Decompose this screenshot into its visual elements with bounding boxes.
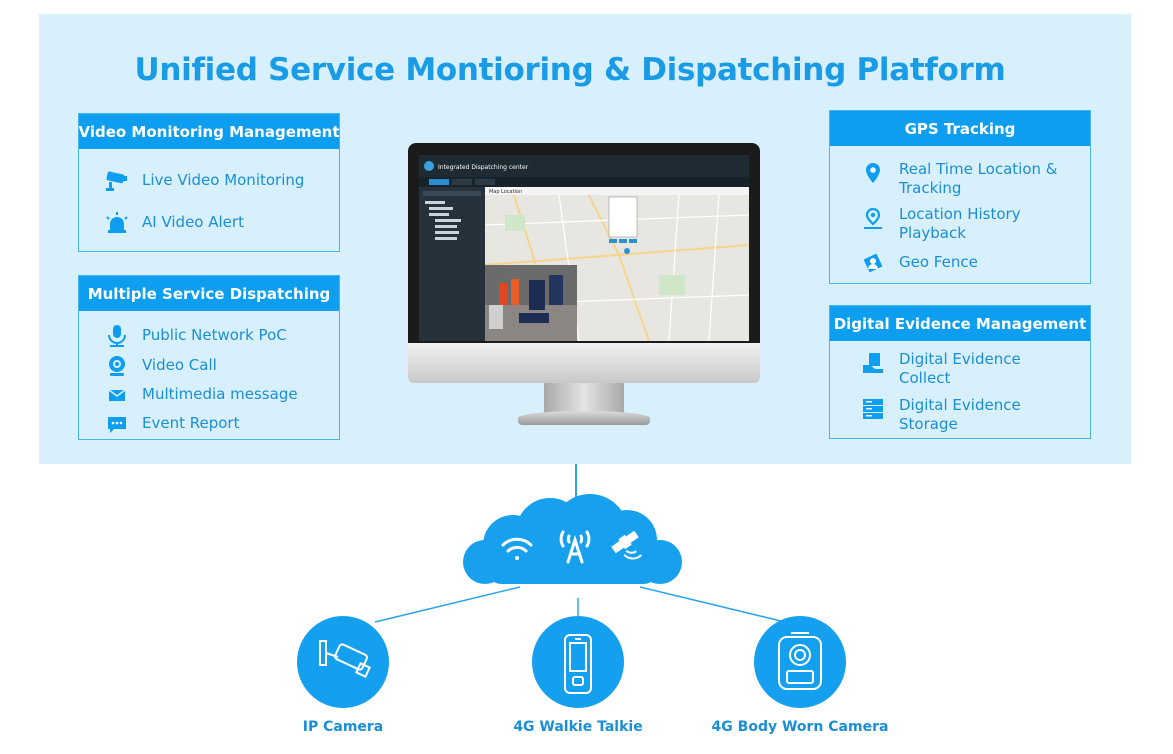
device-body-camera-label: 4G Body Worn Camera bbox=[711, 719, 889, 735]
gps-box: GPS Tracking bbox=[829, 110, 1091, 284]
ip-camera-icon bbox=[319, 640, 371, 678]
feature-geo-fence: Geo Fence bbox=[860, 250, 978, 276]
cctv-camera-icon bbox=[104, 168, 130, 194]
walkie-talkie-icon bbox=[564, 634, 592, 694]
feature-evidence-storage: Digital Evidence Storage bbox=[860, 396, 1021, 434]
monitor-stand-neck bbox=[544, 383, 624, 413]
feature-location-history-line2: Playback bbox=[899, 224, 966, 242]
feature-ai-alert-label: AI Video Alert bbox=[142, 213, 244, 231]
feature-realtime-location-line2: Tracking bbox=[899, 179, 962, 197]
screen-tab-map: Map bbox=[489, 189, 500, 195]
location-history-icon bbox=[860, 205, 886, 231]
envelope-icon bbox=[104, 382, 130, 408]
satellite-icon bbox=[611, 530, 643, 560]
feature-geo-fence-label: Geo Fence bbox=[899, 253, 978, 271]
feature-poc-label: Public Network PoC bbox=[142, 326, 287, 344]
map-pin-icon bbox=[860, 160, 886, 186]
device-ip-camera bbox=[297, 616, 389, 708]
feature-video-call: Video Call bbox=[104, 353, 217, 379]
feature-mms-label: Multimedia message bbox=[142, 385, 298, 403]
device-walkie-talkie bbox=[532, 616, 624, 708]
body-camera-icon bbox=[778, 632, 822, 690]
monitor-chin bbox=[408, 343, 760, 383]
geo-fence-icon bbox=[860, 250, 886, 276]
feature-live-video: Live Video Monitoring bbox=[104, 168, 304, 194]
feature-evidence-storage-line2: Storage bbox=[899, 415, 958, 433]
connector-panel-cloud bbox=[575, 464, 577, 500]
monitor-screen: Integrated Dispatching center Map Locati… bbox=[419, 155, 749, 341]
device-body-camera bbox=[754, 616, 846, 708]
feature-mms: Multimedia message bbox=[104, 382, 298, 408]
feature-ai-alert: AI Video Alert bbox=[104, 210, 244, 236]
gps-heading: GPS Tracking bbox=[830, 111, 1090, 146]
feature-location-history-line1: Location History bbox=[899, 205, 1021, 223]
video-monitoring-heading: Video Monitoring Management bbox=[78, 114, 340, 149]
dispatching-box: Multiple Service Dispatching bbox=[78, 275, 340, 440]
network-cloud bbox=[463, 494, 682, 584]
feature-realtime-location-label: Real Time Location & Tracking bbox=[899, 160, 1058, 198]
video-monitoring-box: Video Monitoring Management bbox=[78, 113, 340, 252]
feature-poc: Public Network PoC bbox=[104, 323, 287, 349]
screen-tab-location: Location bbox=[501, 189, 522, 195]
feature-video-call-label: Video Call bbox=[142, 356, 217, 374]
feature-event-report-label: Event Report bbox=[142, 414, 240, 432]
dispatching-heading: Multiple Service Dispatching bbox=[79, 276, 339, 311]
feature-realtime-location: Real Time Location & Tracking bbox=[860, 160, 1058, 198]
feature-live-video-label: Live Video Monitoring bbox=[142, 171, 305, 189]
feature-location-history-label: Location History Playback bbox=[899, 205, 1021, 243]
feature-evidence-storage-line1: Digital Evidence bbox=[899, 396, 1021, 414]
server-storage-icon bbox=[860, 396, 886, 422]
feature-evidence-storage-label: Digital Evidence Storage bbox=[899, 396, 1021, 434]
page-title: Unified Service Montioring & Dispatching… bbox=[134, 52, 1006, 88]
feature-evidence-collect-label: Digital Evidence Collect bbox=[899, 350, 1021, 388]
monitor-bezel: Integrated Dispatching center Map Locati… bbox=[408, 143, 760, 343]
feature-evidence-collect-line2: Collect bbox=[899, 369, 951, 387]
alarm-light-icon bbox=[104, 210, 130, 236]
evidence-collect-icon bbox=[860, 350, 886, 376]
feature-evidence-collect: Digital Evidence Collect bbox=[860, 350, 1021, 388]
desktop-monitor: Integrated Dispatching center Map Locati… bbox=[408, 143, 760, 427]
wifi-icon bbox=[501, 537, 533, 560]
device-ip-camera-label: IP Camera bbox=[302, 719, 384, 735]
device-walkie-talkie-label: 4G Walkie Talkie bbox=[513, 719, 643, 735]
webcam-icon bbox=[104, 353, 130, 379]
evidence-box: Digital Evidence Management bbox=[829, 305, 1091, 439]
dispatch-software-screenshot: Integrated Dispatching center Map Locati… bbox=[419, 155, 749, 341]
feature-location-history: Location History Playback bbox=[860, 205, 1021, 243]
screen-app-title: Integrated Dispatching center bbox=[438, 164, 529, 171]
monitor-stand-foot bbox=[518, 411, 650, 425]
evidence-heading: Digital Evidence Management bbox=[830, 306, 1090, 341]
antenna-signal-icon bbox=[559, 530, 591, 564]
chat-report-icon bbox=[104, 411, 130, 437]
microphone-icon bbox=[104, 323, 130, 349]
feature-realtime-location-line1: Real Time Location & bbox=[899, 160, 1058, 178]
feature-event-report: Event Report bbox=[104, 411, 239, 437]
feature-evidence-collect-line1: Digital Evidence bbox=[899, 350, 1021, 368]
